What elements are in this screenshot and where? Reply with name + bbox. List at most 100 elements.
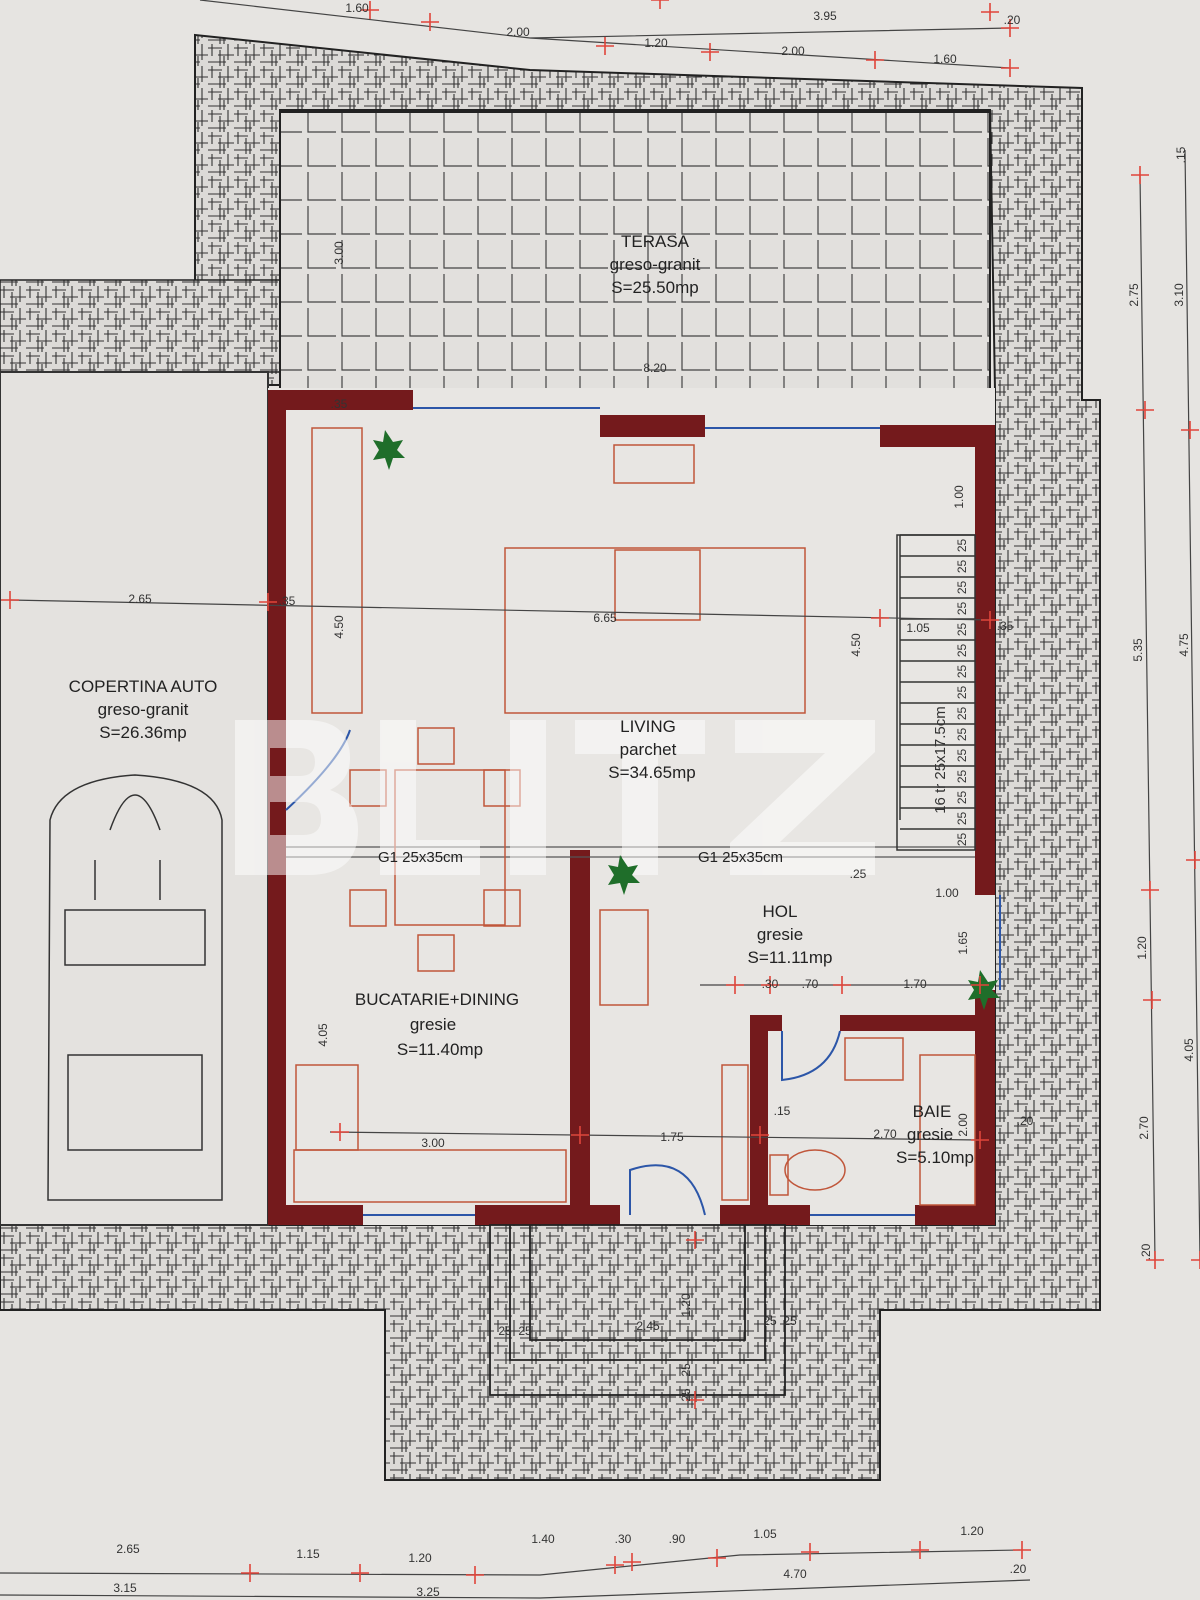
svg-text:4.05: 4.05 (316, 1023, 330, 1047)
stair-tread-label: 25 (955, 665, 969, 679)
svg-text:25: 25 (498, 1324, 512, 1338)
dimension-tick (361, 1, 379, 19)
outer-paving (0, 33, 1101, 1481)
dimension-tick (686, 1391, 704, 1409)
bathroom-door (781, 1030, 841, 1082)
dimension-tick (571, 1126, 589, 1144)
stair-tread-label: 25 (955, 644, 969, 658)
dimension-tick (606, 1556, 624, 1574)
stair-tread-label: 25 (955, 791, 969, 805)
dimension-tick (1146, 1251, 1164, 1269)
svg-text:TERASA: TERASA (621, 232, 690, 251)
svg-text:4.50: 4.50 (332, 615, 346, 639)
svg-text:.30: .30 (615, 1532, 632, 1546)
car-icon (47, 774, 223, 1201)
svg-text:.20: .20 (1010, 1562, 1027, 1576)
dimension-tick (421, 13, 439, 31)
dimension-tick (871, 609, 889, 627)
svg-text:25: 25 (679, 1388, 693, 1402)
svg-text:1.00: 1.00 (952, 485, 966, 509)
dimension-tick (801, 1543, 819, 1561)
svg-text:8.20: 8.20 (643, 361, 667, 375)
svg-text:6.65: 6.65 (593, 611, 617, 625)
stair-tread-label: 25 (955, 812, 969, 826)
svg-text:4.70: 4.70 (783, 1567, 807, 1581)
svg-text:4.75: 4.75 (1177, 633, 1191, 657)
svg-text:1.20: 1.20 (408, 1551, 432, 1565)
dimension-tick (1001, 59, 1019, 77)
dimension-tick (1181, 421, 1199, 439)
svg-text:LIVING: LIVING (620, 717, 676, 736)
dimension-tick (466, 1566, 484, 1584)
svg-text:.20: .20 (1139, 1243, 1153, 1260)
svg-text:gresie: gresie (907, 1125, 953, 1144)
svg-text:1.15: 1.15 (296, 1547, 320, 1561)
dimension-tick (708, 1549, 726, 1567)
svg-text:25: 25 (679, 1363, 693, 1377)
furniture (293, 427, 976, 1206)
dimension-tick (1141, 881, 1159, 899)
svg-text:2.70: 2.70 (1137, 1116, 1151, 1140)
bathtub-icon (919, 1054, 976, 1206)
svg-text:1.05: 1.05 (906, 621, 930, 635)
dimension-tick (1001, 19, 1019, 37)
svg-text:4.50: 4.50 (849, 633, 863, 657)
svg-text:2.45: 2.45 (636, 1319, 660, 1333)
svg-text:S=26.36mp: S=26.36mp (99, 723, 186, 742)
svg-text:3.15: 3.15 (113, 1581, 137, 1595)
svg-text:1.60: 1.60 (933, 52, 957, 66)
dimension-labels: 1.60 3.95 .20 2.00 1.20 2.00 1.60 2.65 1… (113, 1, 1196, 1599)
svg-text:5.35: 5.35 (1131, 638, 1145, 662)
svg-text:1.40: 1.40 (531, 1532, 555, 1546)
svg-text:S=11.40mp: S=11.40mp (397, 1040, 483, 1059)
svg-text:1.65: 1.65 (956, 931, 970, 955)
svg-text:2.00: 2.00 (956, 1113, 970, 1137)
stair-tread-label: 25 (955, 623, 969, 637)
svg-text:S=11.11mp: S=11.11mp (748, 948, 833, 967)
stair-tread-label: 25 (955, 602, 969, 616)
dimension-tick (981, 611, 999, 629)
dimension-tick (751, 1126, 769, 1144)
stair-label: 16 tr 25x17.5cm (932, 706, 949, 814)
svg-text:25: 25 (783, 1314, 797, 1328)
stair-tread-label: 25 (955, 770, 969, 784)
stair-tread-label: 25 (955, 707, 969, 721)
svg-text:2.75: 2.75 (1127, 283, 1141, 307)
svg-text:1.20: 1.20 (644, 36, 668, 50)
dimension-tick (971, 976, 989, 994)
room-label-terasa: TERASA greso-granit S=25.50mp (610, 232, 701, 297)
dimension-tick (351, 1564, 369, 1582)
svg-text:1.20: 1.20 (679, 1293, 693, 1317)
dimension-tick (331, 1123, 349, 1141)
dimension-tick (686, 1231, 704, 1249)
svg-text:3.25: 3.25 (416, 1585, 440, 1599)
svg-text:3.95: 3.95 (813, 9, 837, 23)
svg-text:gresie: gresie (757, 925, 803, 944)
room-label-carport: COPERTINA AUTO greso-granit S=26.36mp (69, 677, 218, 742)
svg-text:2.00: 2.00 (781, 44, 805, 58)
svg-text:parchet: parchet (620, 740, 677, 759)
svg-text:1.00: 1.00 (935, 886, 959, 900)
svg-text:25: 25 (518, 1324, 532, 1338)
stair-tread-label: 25 (955, 560, 969, 574)
svg-text:1.70: 1.70 (903, 977, 927, 991)
svg-text:.30: .30 (762, 977, 779, 991)
dimension-tick (761, 976, 779, 994)
svg-text:gresie: gresie (410, 1015, 456, 1034)
svg-text:.15: .15 (1174, 146, 1188, 163)
beam-label: G1 25x35cm (378, 849, 463, 866)
dimension-tick (1, 591, 19, 609)
svg-text:greso-granit: greso-granit (98, 700, 189, 719)
dimension-tick (596, 37, 614, 55)
svg-text:.35: .35 (331, 397, 348, 411)
svg-text:2.65: 2.65 (116, 1542, 140, 1556)
carport-area (0, 371, 269, 1226)
toilet-icon (784, 1149, 846, 1191)
svg-text:.20: .20 (1017, 1114, 1034, 1128)
svg-text:S=5.10mp: S=5.10mp (896, 1148, 974, 1167)
svg-text:COPERTINA AUTO: COPERTINA AUTO (69, 677, 218, 696)
stair-tread-label: 25 (955, 728, 969, 742)
dimension-tick (726, 976, 744, 994)
dimension-tick (259, 593, 277, 611)
